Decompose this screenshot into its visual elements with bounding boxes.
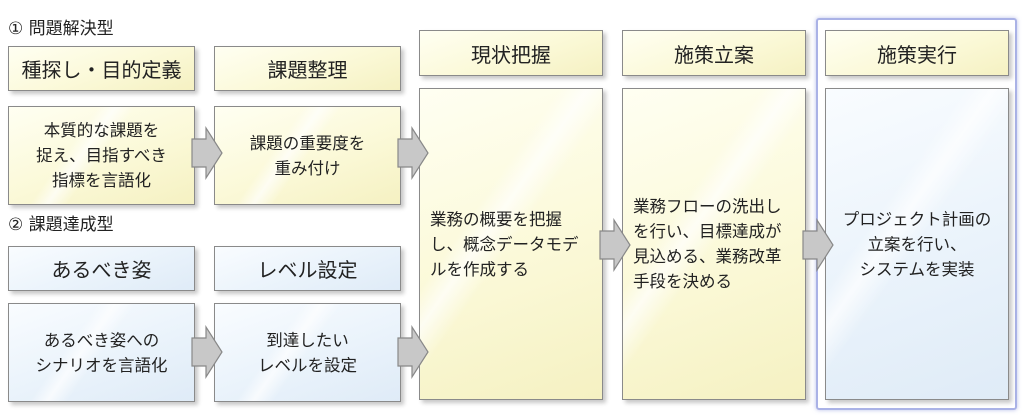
body-ideal-state: あるべき姿への シナリオを言語化 bbox=[8, 303, 195, 402]
header-ideal-state: あるべき姿 bbox=[8, 246, 195, 291]
body-measure-planning: 業務フローの洗出し を行い、目標達成が 見込める、業務改革 手段を決める bbox=[622, 88, 806, 400]
header-measure-planning: 施策立案 bbox=[622, 30, 806, 76]
header-measure-execution: 施策実行 bbox=[825, 30, 1009, 76]
header-seed-search: 種探し・目的定義 bbox=[8, 46, 195, 91]
arrow-right-icon bbox=[396, 325, 430, 379]
header-level-setting: レベル設定 bbox=[214, 246, 401, 291]
body-measure-execution: プロジェクト計画の 立案を行い、 システムを実装 bbox=[825, 88, 1009, 400]
section-title-problem-solving: ① 問題解決型 bbox=[8, 19, 114, 39]
arrow-right-icon bbox=[190, 325, 224, 379]
header-issue-organization: 課題整理 bbox=[214, 46, 401, 91]
arrow-right-icon bbox=[801, 218, 835, 272]
body-issue-organization: 課題の重要度を 重み付け bbox=[214, 106, 401, 205]
arrow-right-icon bbox=[396, 126, 430, 180]
arrow-right-icon bbox=[190, 126, 224, 180]
body-level-setting: 到達したい レベルを設定 bbox=[214, 303, 401, 402]
body-current-state: 業務の概要を把握 し、概念データモデ ルを作成する bbox=[419, 88, 603, 400]
arrow-right-icon bbox=[598, 218, 632, 272]
header-current-state: 現状把握 bbox=[419, 30, 603, 76]
highlight-frame-execution bbox=[816, 18, 1017, 410]
body-seed-search: 本質的な課題を 捉え、目指すべき 指標を言語化 bbox=[8, 106, 195, 205]
section-title-goal-achievement: ② 課題達成型 bbox=[8, 215, 114, 235]
